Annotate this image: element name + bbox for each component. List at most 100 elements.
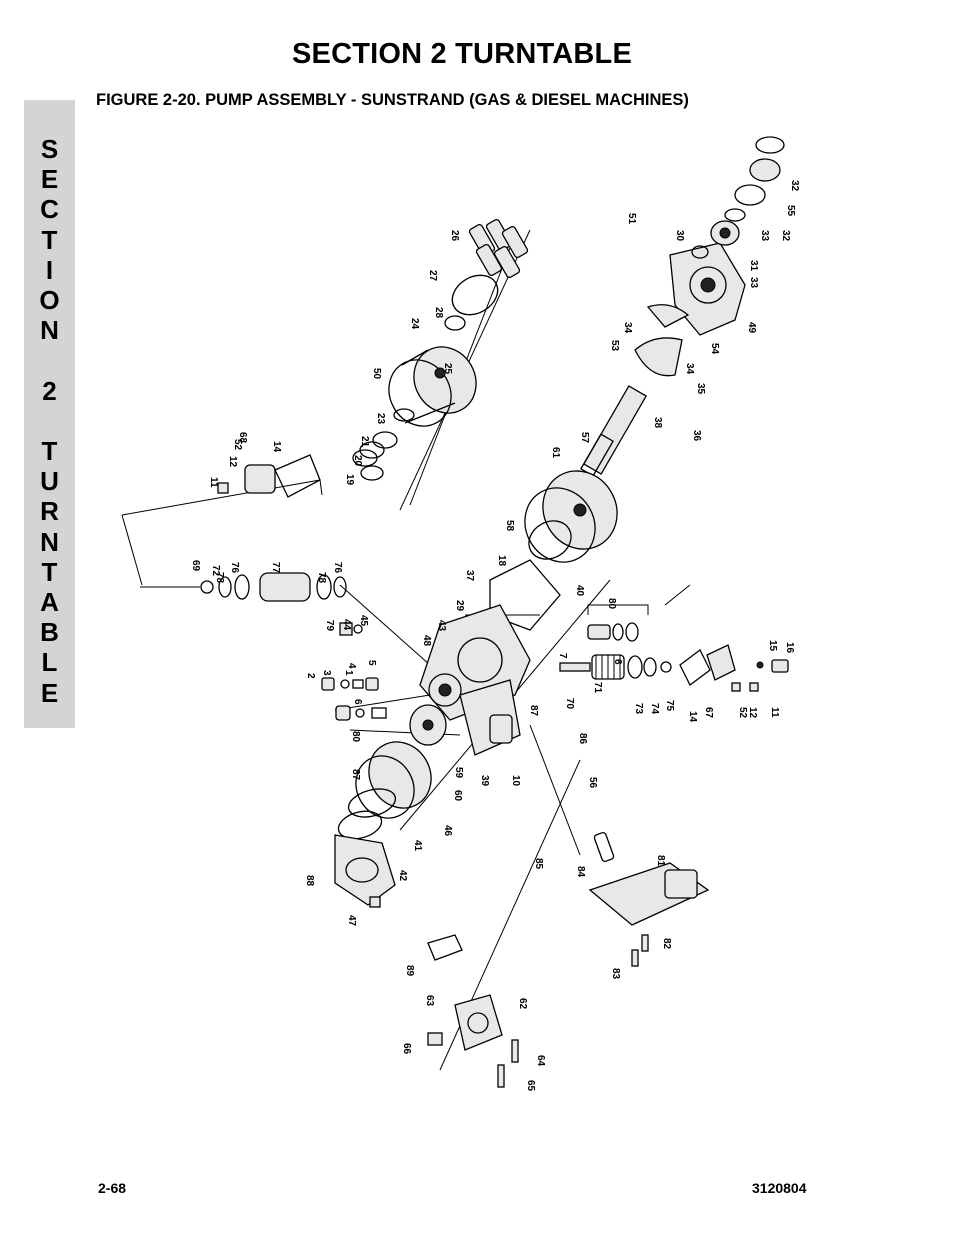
callout-10: 10 xyxy=(510,775,521,787)
callout-12: 12 xyxy=(747,707,758,719)
callout-14: 14 xyxy=(271,441,282,453)
callout-26: 26 xyxy=(449,230,460,242)
swashplate-and-shaft xyxy=(580,304,690,477)
callout-39: 39 xyxy=(479,775,490,787)
callout-66: 66 xyxy=(401,1043,412,1055)
figure-title: FIGURE 2-20. PUMP ASSEMBLY - SUNSTRAND (… xyxy=(96,91,689,109)
charge-relief-valve xyxy=(587,604,649,642)
callout-34: 34 xyxy=(684,363,695,375)
callout-84: 84 xyxy=(575,866,586,878)
retainer-plate xyxy=(451,274,499,316)
callout-27: 27 xyxy=(427,270,438,282)
bearing-stack xyxy=(691,136,785,259)
callout-69: 69 xyxy=(190,560,201,572)
callout-74: 74 xyxy=(649,703,660,715)
callout-51: 51 xyxy=(626,213,637,225)
callout-35: 35 xyxy=(695,383,706,395)
callout-47: 47 xyxy=(346,915,357,927)
solenoid-valve-block xyxy=(588,831,710,967)
relief-valve-fittings xyxy=(321,622,387,721)
callout-56: 56 xyxy=(587,777,598,789)
callout-24: 24 xyxy=(409,318,420,330)
cylinder-block-left-lower xyxy=(337,704,447,840)
callout-82: 82 xyxy=(661,938,672,950)
callout-5: 5 xyxy=(366,660,377,666)
callout-50: 50 xyxy=(371,368,382,380)
callout-45: 45 xyxy=(358,615,369,627)
callout-14: 14 xyxy=(687,711,698,723)
pump-assembly-drawing xyxy=(121,136,789,1088)
cylinder-block-lower xyxy=(524,470,618,563)
side-tab-label: S E C T I O N 2 T U R N T A B L E xyxy=(39,134,60,708)
page-number: 2-68 xyxy=(98,1180,127,1196)
callout-59: 59 xyxy=(453,767,464,779)
callout-77: 77 xyxy=(270,562,281,574)
callout-62: 62 xyxy=(517,998,528,1010)
callout-19: 19 xyxy=(344,474,355,486)
callout-78: 78 xyxy=(316,572,327,584)
callout-68: 68 xyxy=(237,432,248,444)
callout-44: 44 xyxy=(341,619,352,631)
valve-spring-row xyxy=(559,644,789,692)
callout-80: 80 xyxy=(350,731,361,743)
callout-25: 25 xyxy=(442,363,453,375)
callout-67: 67 xyxy=(703,707,714,719)
callout-40: 40 xyxy=(574,585,585,597)
callout-83: 83 xyxy=(610,968,621,980)
callout-23: 23 xyxy=(375,413,386,425)
callout-6: 6 xyxy=(352,699,363,705)
callout-12: 12 xyxy=(227,456,238,468)
callout-87: 87 xyxy=(350,769,361,781)
callout-79: 79 xyxy=(324,620,335,632)
callout-75: 75 xyxy=(664,700,675,712)
callout-80: 80 xyxy=(606,598,617,610)
callout-60: 60 xyxy=(452,790,463,802)
cylinder-block-upper xyxy=(388,346,477,427)
callout-53: 53 xyxy=(609,340,620,352)
callout-29: 29 xyxy=(454,600,465,612)
callout-38: 38 xyxy=(652,417,663,429)
callout-64: 64 xyxy=(535,1055,546,1067)
callout-49: 49 xyxy=(746,322,757,334)
callout-48: 48 xyxy=(421,635,432,647)
callout-28: 28 xyxy=(433,307,444,319)
document-number: 3120804 xyxy=(752,1180,807,1196)
callout-41: 41 xyxy=(412,840,423,852)
callout-18: 18 xyxy=(496,555,507,567)
callout-46: 46 xyxy=(442,825,453,837)
callout-21: 21 xyxy=(359,436,370,448)
callout-16: 16 xyxy=(784,642,795,654)
callout-11: 11 xyxy=(769,707,780,718)
end-cap-lower xyxy=(334,834,396,908)
end-housing-upper xyxy=(669,242,746,336)
callout-1: 1 xyxy=(343,670,354,676)
callout-85: 85 xyxy=(533,858,544,870)
control-sleeve-row xyxy=(140,572,347,602)
callout-76: 76 xyxy=(229,562,240,574)
callout-88: 88 xyxy=(304,875,315,887)
callout-65: 65 xyxy=(525,1080,536,1092)
callout-2: 2 xyxy=(305,673,316,679)
callout-32: 32 xyxy=(789,180,800,192)
section-title: SECTION 2 TURNTABLE xyxy=(292,38,632,70)
callout-54: 54 xyxy=(709,343,720,355)
callout-20: 20 xyxy=(352,455,363,467)
callout-63: 63 xyxy=(424,995,435,1007)
callout-55: 55 xyxy=(785,205,796,217)
callout-34: 34 xyxy=(622,322,633,334)
callout-57: 57 xyxy=(579,432,590,444)
callout-71: 71 xyxy=(592,682,603,694)
main-pump-housing xyxy=(419,604,531,756)
auxiliary-pump xyxy=(427,934,519,1088)
callout-52: 52 xyxy=(737,707,748,719)
callout-87: 87 xyxy=(528,705,539,717)
cover-plate-left xyxy=(217,454,321,498)
callout-61: 61 xyxy=(550,447,561,459)
callout-42: 42 xyxy=(397,870,408,882)
assembly-guide-lines xyxy=(121,229,691,1071)
callout-81: 81 xyxy=(655,855,666,867)
callout-86: 86 xyxy=(577,733,588,745)
callout-4: 4 xyxy=(346,663,357,669)
pistons xyxy=(468,218,529,279)
callout-32: 32 xyxy=(780,230,791,242)
